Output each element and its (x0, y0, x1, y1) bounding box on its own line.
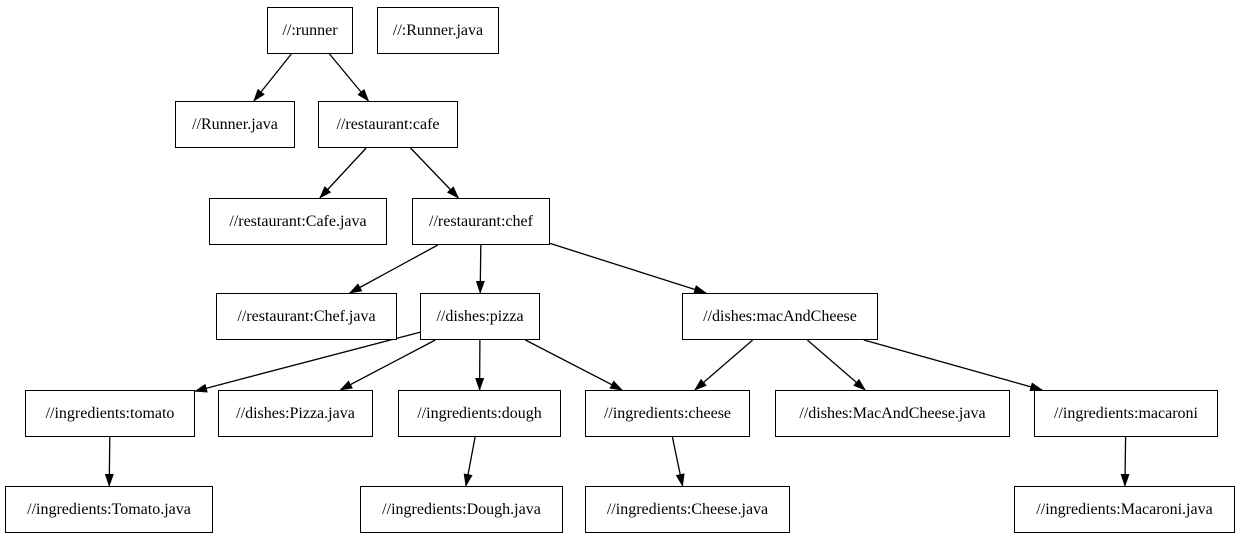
graph-edge-pizza-to-tomato (194, 331, 421, 393)
graph-node-chef-java: //restaurant:Chef.java (216, 293, 397, 340)
graph-node-label: //ingredients:dough (417, 404, 542, 422)
graph-node-label: //dishes:Pizza.java (236, 404, 355, 422)
graph-edge-tomato-to-tomato-java (104, 436, 114, 487)
graph-node-cafe-java: //restaurant:Cafe.java (209, 198, 387, 245)
graph-node-label: //ingredients:Tomato.java (27, 500, 191, 518)
graph-node-tomato: //ingredients:tomato (25, 390, 195, 437)
graph-node-label: //ingredients:Macaroni.java (1036, 500, 1213, 518)
graph-node-label: //restaurant:cafe (336, 115, 440, 133)
graph-node-runner-java-target: //:Runner.java (377, 7, 499, 54)
graph-node-cheese: //ingredients:cheese (585, 390, 750, 437)
graph-node-label: //restaurant:chef (429, 212, 533, 230)
graph-node-label: //Runner.java (192, 115, 278, 133)
graph-edge-runner-to-runner-java (253, 53, 292, 102)
graph-edge-dough-to-dough-java (463, 436, 476, 487)
graph-node-label: //restaurant:Cafe.java (229, 212, 367, 230)
edges-group (104, 53, 1130, 487)
graph-node-label: //:Runner.java (392, 21, 484, 39)
graph-edge-cheese-to-cheese-java (671, 436, 685, 487)
graph-node-mac-and-cheese: //dishes:macAndCheese (682, 293, 878, 340)
graph-edge-mac-and-cheese-to-macaroni (863, 339, 1044, 392)
graph-node-label: //restaurant:Chef.java (237, 307, 376, 325)
graph-node-label: //ingredients:Dough.java (382, 500, 541, 518)
graph-node-pizza-java: //dishes:Pizza.java (218, 390, 373, 437)
graph-node-label: //dishes:macAndCheese (703, 307, 857, 325)
graph-edge-mac-and-cheese-to-mac-and-cheese-java (806, 339, 866, 391)
graph-node-label: //dishes:pizza (436, 307, 524, 325)
graph-edge-cafe-to-chef (410, 147, 460, 199)
graph-edge-chef-to-mac-and-cheese (549, 242, 707, 294)
graph-edge-runner-to-cafe (328, 53, 370, 102)
graph-edge-chef-to-chef-java (348, 244, 439, 294)
graph-edge-pizza-to-cheese (525, 339, 623, 391)
graph-node-tomato-java: //ingredients:Tomato.java (5, 486, 213, 533)
graph-node-dough-java: //ingredients:Dough.java (360, 486, 563, 533)
graph-node-label: //ingredients:cheese (603, 404, 732, 422)
graph-edge-mac-and-cheese-to-cheese (694, 339, 754, 391)
graph-node-runner-java: //Runner.java (175, 101, 295, 148)
graph-node-label: //:runner (282, 21, 338, 39)
graph-node-pizza: //dishes:pizza (420, 293, 540, 340)
graph-node-macaroni-java: //ingredients:Macaroni.java (1014, 486, 1235, 533)
graph-node-cafe: //restaurant:cafe (318, 101, 458, 148)
graph-node-label: //ingredients:Cheese.java (606, 500, 769, 518)
graph-edge-cafe-to-cafe-java (319, 147, 367, 199)
graph-node-cheese-java: //ingredients:Cheese.java (585, 486, 790, 533)
graph-node-chef: //restaurant:chef (412, 198, 550, 245)
graph-node-dough: //ingredients:dough (398, 390, 561, 437)
graph-edge-pizza-to-pizza-java (339, 339, 436, 391)
graph-node-label: //dishes:MacAndCheese.java (799, 404, 986, 422)
graph-edge-macaroni-to-macaroni-java (1120, 436, 1130, 487)
graph-node-macaroni: //ingredients:macaroni (1034, 390, 1218, 437)
graph-edge-chef-to-pizza (475, 244, 485, 294)
graph-node-label: //ingredients:tomato (45, 404, 175, 422)
graph-node-runner: //:runner (267, 7, 353, 54)
graph-node-label: //ingredients:macaroni (1054, 404, 1198, 422)
graph-node-mac-and-cheese-java: //dishes:MacAndCheese.java (775, 390, 1010, 437)
